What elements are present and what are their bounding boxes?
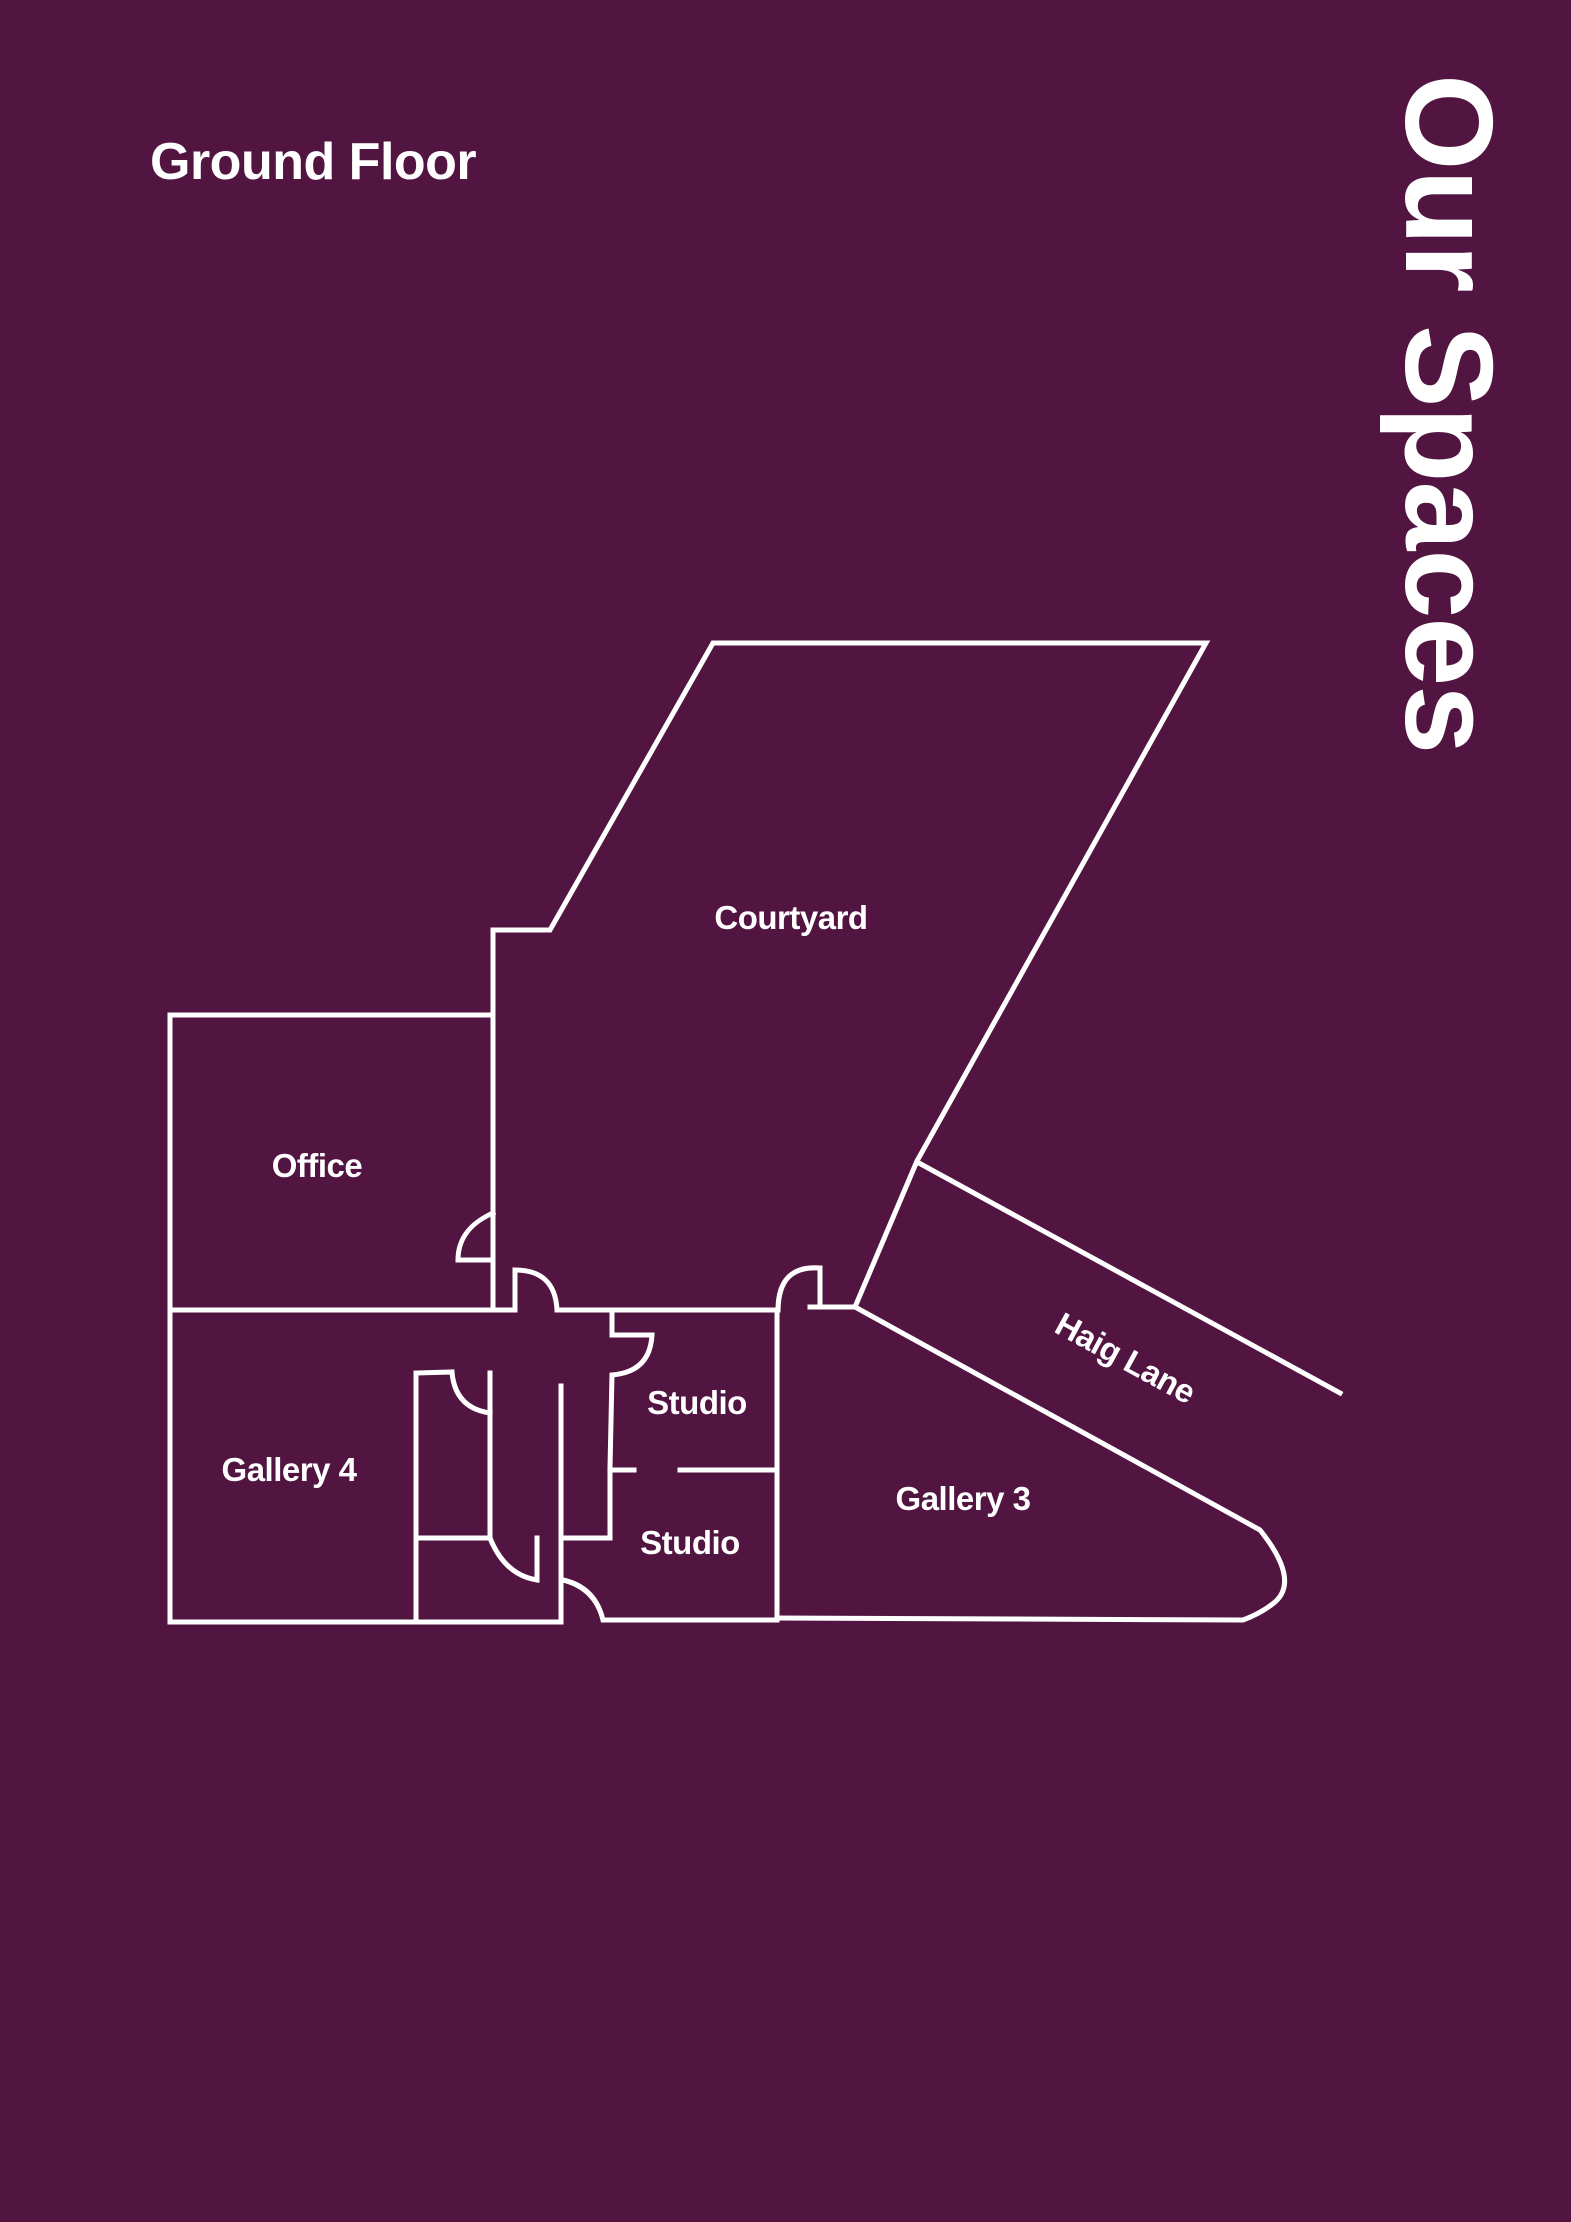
haig-lane-edge (913, 1158, 1344, 1397)
corridor-right-wall (558, 1383, 613, 1541)
corridor-left-wall (487, 1370, 540, 1583)
courtyard-outline (490, 640, 1211, 1310)
studio-lower-label: Studio (640, 1524, 740, 1561)
haig-lane-label: Haig Lane (1049, 1305, 1201, 1411)
gallery-3-label: Gallery 3 (896, 1480, 1031, 1517)
gallery-3-door (775, 1265, 823, 1313)
studio-lower-door (560, 1577, 780, 1623)
studio-upper-label: Studio (647, 1384, 747, 1421)
gallery-4-label: Gallery 4 (222, 1451, 358, 1488)
office-outline (167, 1012, 496, 1313)
office-door (455, 1209, 497, 1263)
gallery-4-outline (167, 1307, 563, 1625)
courtyard-label: Courtyard (714, 899, 867, 936)
office-label: Office (272, 1147, 363, 1184)
corridor-top-wall (490, 1267, 781, 1313)
floor-title: Ground Floor (150, 133, 477, 191)
studio-upper-wall (607, 1307, 655, 1471)
gallery-3-outline (774, 1303, 1288, 1623)
gallery-4-partition (413, 1369, 493, 1625)
